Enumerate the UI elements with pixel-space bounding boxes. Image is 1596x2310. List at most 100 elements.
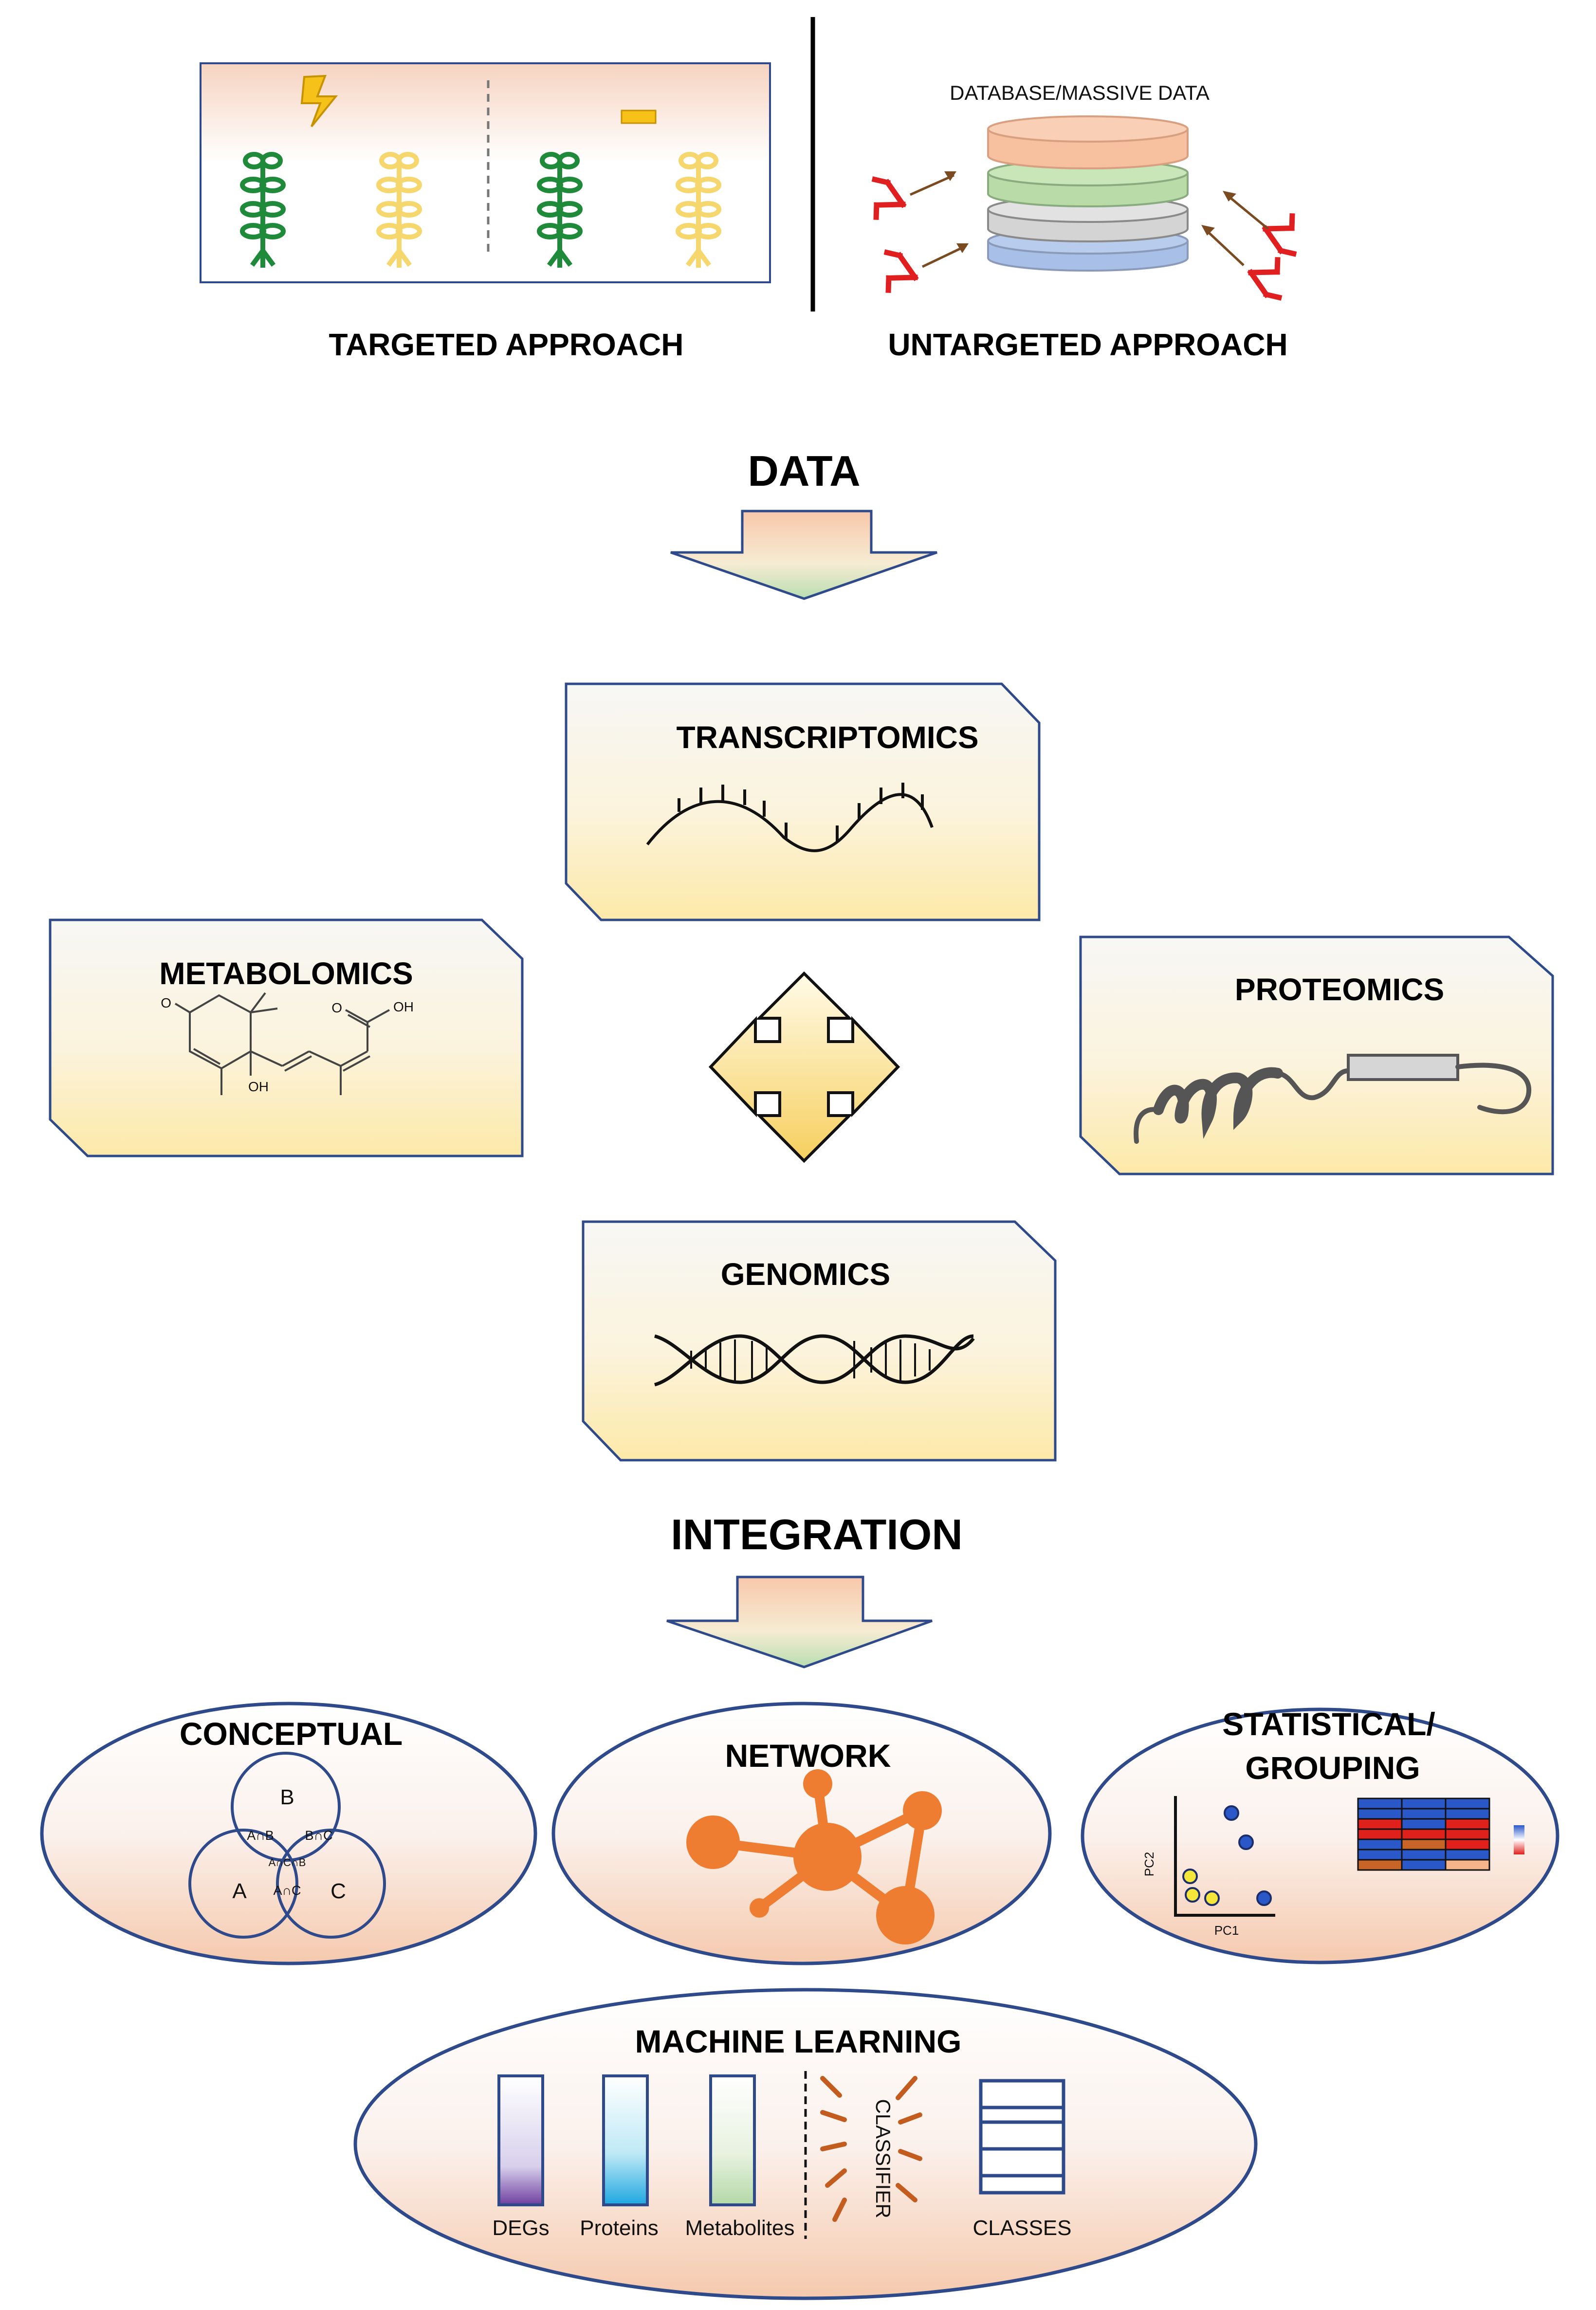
heatmap-cell [1445,1808,1490,1820]
heatmap-cell [1445,1849,1490,1861]
lightning-icon [300,74,338,128]
database-icon: DATABASE/MASSIVE DATA [950,81,1210,272]
data-heading: DATA [748,447,860,495]
conceptual-label: CONCEPTUAL [180,1716,403,1752]
pca-point [1204,1890,1220,1906]
heatmap-icon [1357,1797,1490,1871]
targeted-approach-panel [200,62,771,283]
classes-label: CLASSES [973,2216,1072,2240]
molecule-oh-bottom: OH [248,1079,269,1094]
arrowhead-icon-4 [1201,225,1215,236]
proteomics-box: PROTEOMICS [1079,935,1554,1175]
machine-learning-label: MACHINE LEARNING [635,2023,962,2059]
pca-ylabel: PC2 [1142,1852,1156,1877]
down-arrow-integration [666,1576,933,1668]
machine-learning-ellipse: MACHINE LEARNING DEGs Proteins Metabolit… [353,1988,1258,2300]
pca-point [1182,1869,1198,1884]
conceptual-ellipse: CONCEPTUAL B A C A∩B B∩C A∩C∩B A∩C [40,1702,537,1965]
statistical-ellipse: STATISTICAL/ GROUPING PC2 PC1 [1081,1706,1559,1964]
tube-label-metabolites: Metabolites [685,2216,794,2240]
abscisic-acid-molecule-icon [174,992,390,1095]
antibody-icon-2 [870,248,915,294]
protein-structure-icon [1134,1054,1532,1144]
venn-label-ac: A∩C [274,1883,301,1898]
arrowhead-icon-3 [1223,191,1236,202]
tube-label-degs: DEGs [492,2216,549,2240]
heatmap-cell [1357,1818,1403,1830]
network-graph-icon [686,1769,942,1944]
heatmap-cell [1357,1828,1403,1840]
venn-label-abc: A∩C∩B [269,1856,306,1869]
network-label: NETWORK [725,1738,891,1774]
venn-diagram-icon [188,1752,386,1939]
heatmap-cell [1445,1828,1490,1840]
integration-heading: INTEGRATION [671,1510,963,1558]
heatmap-cell [1357,1838,1403,1851]
transcriptomics-box: TRANSCRIPTOMICS [565,682,1041,921]
arrow-icon-3 [1226,194,1269,230]
heatmap-cell [1445,1818,1490,1830]
antibody-icon-3 [1266,212,1310,259]
heatmap-cell [1357,1808,1403,1820]
classes-table-icon [979,2079,1065,2195]
classifier-rays-icon [820,2076,922,2222]
heatmap-cell [1445,1838,1490,1851]
metabolomics-label: METABOLOMICS [159,956,413,991]
metabolomics-box: METABOLOMICS O OH O OH [49,918,524,1157]
down-arrow-data [670,510,937,600]
heatmap-color-legend [1514,1825,1524,1854]
four-way-arrow-icon [708,971,900,1163]
venn-label-b: B [280,1785,294,1809]
molecule-o-left: O [161,995,171,1010]
venn-label-c: C [330,1879,346,1903]
genomics-label: GENOMICS [721,1257,890,1292]
database-label: DATABASE/MASSIVE DATA [950,81,1210,104]
heatmap-cell [1445,1797,1490,1810]
venn-label-bc: B∩C [305,1828,333,1843]
heatmap-cell [1401,1828,1447,1840]
venn-label-ab: A∩B [247,1828,274,1843]
molecule-o-top: O [331,1000,342,1015]
arrow-icon-2 [921,244,967,268]
heatmap-cell [1357,1849,1403,1861]
statistical-label-line2: GROUPING [1245,1750,1420,1786]
tube-label-proteins: Proteins [580,2216,658,2240]
heatmap-cell [1401,1808,1447,1820]
pca-point [1224,1805,1239,1821]
targeted-approach-label: TARGETED APPROACH [329,327,684,362]
minus-sign-icon [621,110,657,124]
network-ellipse: NETWORK [551,1702,1052,1965]
arrow-icon-4 [1204,228,1245,266]
venn-label-a: A [232,1879,247,1903]
dna-helix-icon [654,1334,975,1387]
heatmap-cell [1357,1859,1403,1871]
heatmap-cell [1357,1797,1403,1810]
classifier-label: CLASSIFIER [872,2099,895,2218]
arrowhead-icon-1 [944,171,956,181]
heatmap-cell [1445,1859,1490,1871]
heatmap-cell [1401,1838,1447,1851]
pca-point [1256,1890,1272,1906]
arrow-icon-1 [909,174,955,196]
pca-point [1238,1834,1254,1850]
pca-point [1185,1887,1200,1903]
heatmap-cell [1401,1818,1447,1830]
transcriptomics-label: TRANSCRIPTOMICS [676,720,978,755]
proteomics-label: PROTEOMICS [1235,972,1444,1007]
antibody-icon-4 [1251,256,1296,303]
heatmap-cell [1401,1859,1447,1871]
untargeted-approach-label: UNTARGETED APPROACH [888,327,1287,362]
statistical-label-line1: STATISTICAL/ [1222,1706,1435,1742]
heatmap-cell [1401,1797,1447,1810]
proteins-tube-icon [602,2074,649,2206]
arrowhead-icon-2 [956,243,969,253]
genomics-box: GENOMICS [582,1220,1057,1462]
antibody-icon-1 [858,175,903,221]
metabolites-tube-icon [709,2074,756,2206]
pca-xlabel: PC1 [1214,1923,1239,1938]
pca-plot-icon: PC2 PC1 [1142,1796,1275,1938]
degs-tube-icon [497,2074,544,2206]
rna-strand-icon [646,783,934,852]
heatmap-cell [1401,1849,1447,1861]
